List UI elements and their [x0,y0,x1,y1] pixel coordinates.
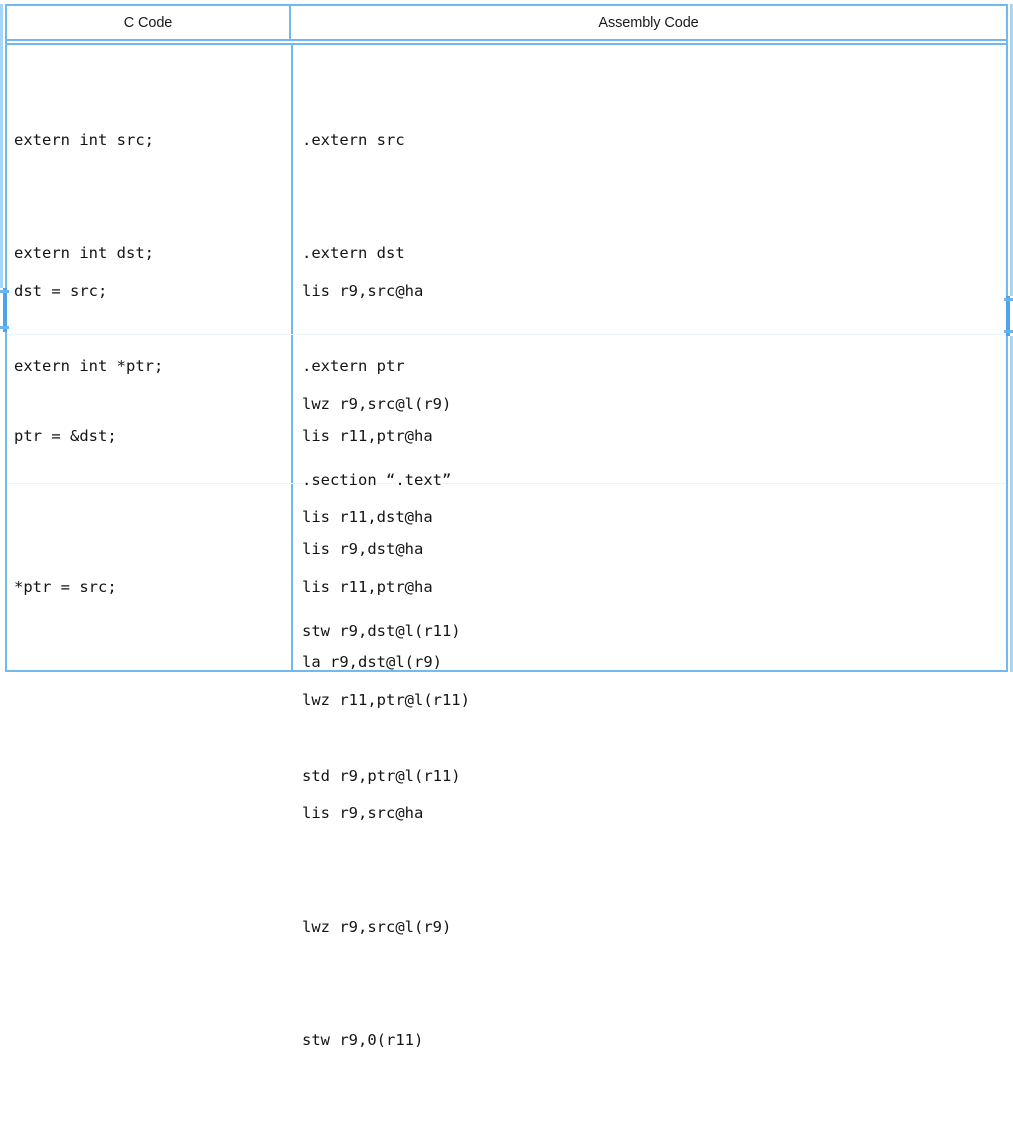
c-code-line: *ptr = src; [14,577,117,596]
assembly-line: lwz r11,ptr@l(r11) [302,690,470,709]
right-resize-handle[interactable] [1006,296,1010,336]
table-header-row: C Code Assembly Code [7,6,1006,39]
left-resize-handle[interactable] [3,288,7,332]
c-code-header: C Code [7,6,291,39]
assembly-line: la r9,dst@l(r9) [302,653,442,672]
page-root: C Code Assembly Code extern int src; ext… [0,4,1013,1050]
assembly-line: lis r9,src@ha [302,804,424,823]
table-row-3-c-code: ptr = &dst; [14,342,288,531]
left-resize-handle-tick-top[interactable] [0,290,9,293]
left-edge-highlight [0,4,3,288]
c-code-line: dst = src; [14,281,108,300]
table-row-1-c-code: extern int src; extern int dst; extern i… [14,46,288,462]
c-code-line: extern int src; [14,130,154,149]
column-divider [291,45,293,670]
row-divider-2 [7,334,1006,335]
assembly-line: .section “.text” [302,470,452,489]
assembly-line: stw r9,0(r11) [302,1031,424,1050]
assembly-line: lis r11,dst@ha [302,508,433,527]
assembly-line: lis r11,ptr@ha [302,426,433,445]
table-row-4-assembly: lis r11,ptr@ha lwz r11,ptr@l(r11) lis r9… [302,493,1000,1136]
c-to-assembly-table: C Code Assembly Code extern int src; ext… [5,4,1008,1049]
assembly-line: .extern ptr [302,357,405,376]
assembly-line: lis r9,src@ha [302,281,424,300]
assembly-line: .extern src [302,130,405,149]
row-divider-3 [7,483,1006,484]
assembly-code-header: Assembly Code [598,14,699,31]
left-resize-handle-tick-bottom[interactable] [0,326,9,329]
right-resize-handle-tick-top[interactable] [1004,298,1013,301]
assembly-line: lis r11,ptr@ha [302,577,433,596]
table-row-2-c-code: dst = src; [14,197,288,386]
assembly-line: lwz r9,src@l(r9) [302,394,452,413]
c-code-line: extern int dst; [14,243,154,262]
assembly-line: .extern dst [302,243,405,262]
table-row-4-c-code: *ptr = src; [14,493,288,682]
table-row-1-assembly: .extern src .extern dst .extern ptr .sec… [302,46,1000,575]
c-code-line: ptr = &dst; [14,426,117,445]
c-code-line: extern int *ptr; [14,357,164,376]
assembly-line: stw r9,dst@l(r11) [302,621,461,640]
header-rule-upper [7,39,1006,41]
right-edge-highlight-lower [1010,336,1013,672]
right-resize-handle-tick-bottom[interactable] [1004,330,1013,333]
table-row-2-assembly: lis r9,src@ha lwz r9,src@l(r9) lis r11,d… [302,197,1000,726]
table-body: extern int src; extern int dst; extern i… [7,45,1006,1049]
header-rule-lower [7,43,1006,45]
right-edge-highlight [1010,4,1013,296]
assembly-line: lis r9,dst@ha [302,539,424,558]
assembly-line: lwz r9,src@l(r9) [302,917,452,936]
